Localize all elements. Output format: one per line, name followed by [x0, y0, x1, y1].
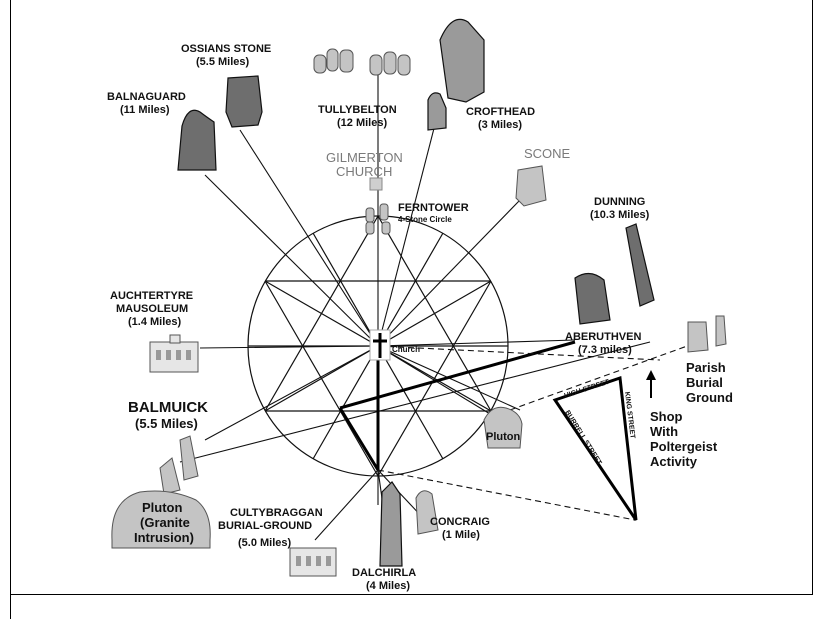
pluton-left-label-3: Intrusion)	[134, 530, 194, 545]
auchtertyre-distance: (1.4 Miles)	[128, 316, 182, 328]
shop-label-4: Activity	[650, 454, 698, 469]
gilmerton-label-1: GILMERTON	[326, 150, 403, 165]
ossians-stone-icon	[225, 75, 263, 128]
heavy-line	[338, 407, 380, 471]
heavy-line	[339, 340, 576, 410]
dalchirla-stone-icon	[379, 481, 403, 567]
dashed-lines	[377, 344, 691, 521]
burrell-street-label: BURRELL STREET	[563, 409, 603, 467]
balmuick-distance: (5.5 Miles)	[135, 416, 198, 431]
frame-stub	[10, 595, 11, 619]
auchtertyre-mausoleum-icon	[149, 334, 199, 373]
street-triangle-outline	[552, 375, 638, 521]
ferntower-label: FERNTOWER	[398, 202, 469, 214]
pluton-right-label: Pluton	[486, 431, 520, 443]
ley-line-balmuick	[204, 345, 379, 441]
parish-label-1: Parish	[686, 360, 726, 375]
crofthead-small-stone-icon	[427, 92, 447, 131]
shop-label-3: Poltergeist	[650, 439, 718, 454]
aberuthven-stone-icon	[574, 272, 611, 325]
parish-label-3: Ground	[686, 390, 733, 405]
parish-stone-icon-2	[715, 315, 727, 347]
ley-line-cultybraggan	[314, 469, 379, 541]
crofthead-label: CROFTHEAD	[466, 106, 535, 118]
ley-line-ossians	[239, 129, 379, 347]
scone-stone-icon	[515, 165, 547, 207]
diagram-frame	[10, 0, 813, 595]
auchtertyre-label-1: AUCHTERTYRE	[110, 290, 193, 302]
parish-stone-icon-1	[687, 321, 709, 353]
pluton-right-rock-icon	[483, 406, 523, 449]
ley-line-pluton-right	[377, 345, 501, 421]
pluton-left-label-2: (Granite	[140, 515, 190, 530]
ferntower-stones-icon	[365, 203, 391, 235]
church-cross-icon	[369, 329, 391, 361]
concraig-label: CONCRAIG	[430, 516, 490, 528]
ley-line-aberuthven	[377, 339, 576, 347]
dashed-line	[509, 344, 691, 411]
pluton-left-label-1: Pluton	[142, 500, 182, 515]
monuments	[111, 18, 727, 577]
ley-line-pluton-left	[179, 341, 651, 463]
street-triangle: HIGH STREET BURRELL STREET KING STREET	[552, 370, 656, 521]
tullybelton-distance: (12 Miles)	[337, 117, 387, 129]
parish-label-2: Burial	[686, 375, 723, 390]
dalchirla-distance: (4 Miles)	[366, 580, 410, 592]
gilmerton-label-2: CHURCH	[336, 164, 392, 179]
balnaguard-label: BALNAGUARD	[107, 91, 186, 103]
auchtertyre-label-2: MAUSOLEUM	[116, 303, 188, 315]
cultybraggan-burial-icon	[289, 547, 337, 577]
dunning-label: DUNNING	[594, 196, 645, 208]
dashed-line	[377, 345, 661, 361]
balnaguard-distance: (11 Miles)	[120, 104, 170, 116]
cultybraggan-label-1: CULTYBRAGGAN	[230, 507, 323, 519]
ley-line-scone	[377, 199, 521, 347]
crofthead-distance: (3 Miles)	[478, 119, 522, 131]
shop-arrow-head	[646, 370, 656, 380]
concraig-distance: (1 Mile)	[442, 529, 480, 541]
aberuthven-label: ABERUTHVEN	[565, 331, 641, 343]
scone-label: SCONE	[524, 146, 571, 161]
pluton-granite-intrusion-icon	[111, 490, 211, 549]
shop-label-1: Shop	[650, 409, 683, 424]
shop-label-2: With	[650, 424, 678, 439]
cultybraggan-label-2: BURIAL-GROUND	[218, 520, 312, 532]
crofthead-large-stone-icon	[439, 18, 485, 103]
ley-line-auchtertyre	[199, 345, 379, 349]
balmuick-stones-icon	[159, 435, 199, 495]
aberuthven-distance: (7.3 miles)	[578, 344, 632, 356]
gilmerton-church-icon	[369, 177, 383, 191]
church-label: Church	[392, 345, 420, 354]
concraig-stone-icon	[415, 490, 439, 535]
labels: OSSIANS STONE (5.5 Miles) BALNAGUARD (11…	[107, 43, 733, 592]
dunning-stone-icon	[625, 223, 655, 307]
ossians-distance: (5.5 Miles)	[196, 56, 250, 68]
ferntower-sublabel: 4-Stone Circle	[398, 215, 452, 224]
dashed-line	[377, 469, 636, 521]
balmuick-label: BALMUICK	[128, 399, 208, 416]
ley-line-balnaguard	[204, 174, 379, 347]
cultybraggan-distance: (5.0 Miles)	[238, 537, 292, 549]
dunning-distance: (10.3 Miles)	[590, 209, 650, 221]
tullybelton-label: TULLYBELTON	[318, 104, 397, 116]
dalchirla-label: DALCHIRLA	[352, 567, 416, 579]
ossians-label: OSSIANS STONE	[181, 43, 271, 55]
tullybelton-stones-icon	[313, 48, 411, 76]
balnaguard-stone-icon	[177, 109, 217, 171]
ley-line-crofthead	[377, 104, 441, 347]
